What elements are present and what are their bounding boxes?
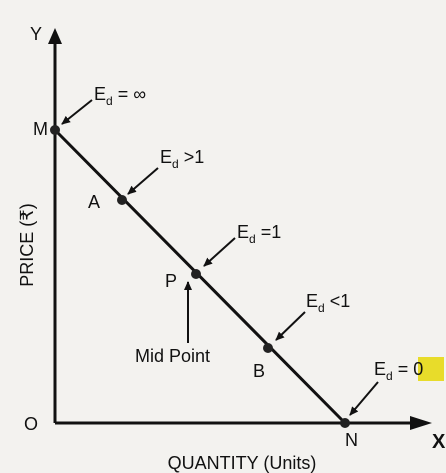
y-axis-title: PRICE (₹) [17,203,37,286]
annotation-ed-equals-one: Ed =1 [237,222,281,246]
annotation-ed-infinite: Ed = ∞ [94,84,146,108]
point-a-label: A [88,192,100,212]
annotation-ed-greater-than-one: Ed >1 [160,147,204,171]
point-m-dot [50,125,60,135]
pointer-arrow-p [203,237,236,267]
annotation-ed-less-than-one: Ed <1 [306,291,350,315]
x-axis-letter: X [432,431,446,453]
point-p-dot [191,269,201,279]
y-axis-letter: Y [30,24,42,44]
point-n-label: N [345,430,358,450]
x-axis-title: QUANTITY (Units) [168,453,317,473]
mid-point-label: Mid Point [135,346,210,366]
point-m-label: M [33,119,48,139]
pointer-arrow-b [275,311,306,341]
y-axis-arrowhead [48,28,62,44]
origin-label: O [24,414,38,434]
point-p-label: P [165,271,177,291]
pointer-arrow-m [61,99,93,125]
zero-highlight [418,357,444,381]
point-b-label: B [253,361,265,381]
point-a-dot [117,195,127,205]
annotation-ed-zero: Ed = 0 [374,359,423,383]
point-b-dot [263,343,273,353]
pointer-arrow-n [349,381,379,416]
point-n-dot [340,418,350,428]
pointer-arrow-a [127,167,159,195]
x-axis-arrowhead [410,416,432,430]
